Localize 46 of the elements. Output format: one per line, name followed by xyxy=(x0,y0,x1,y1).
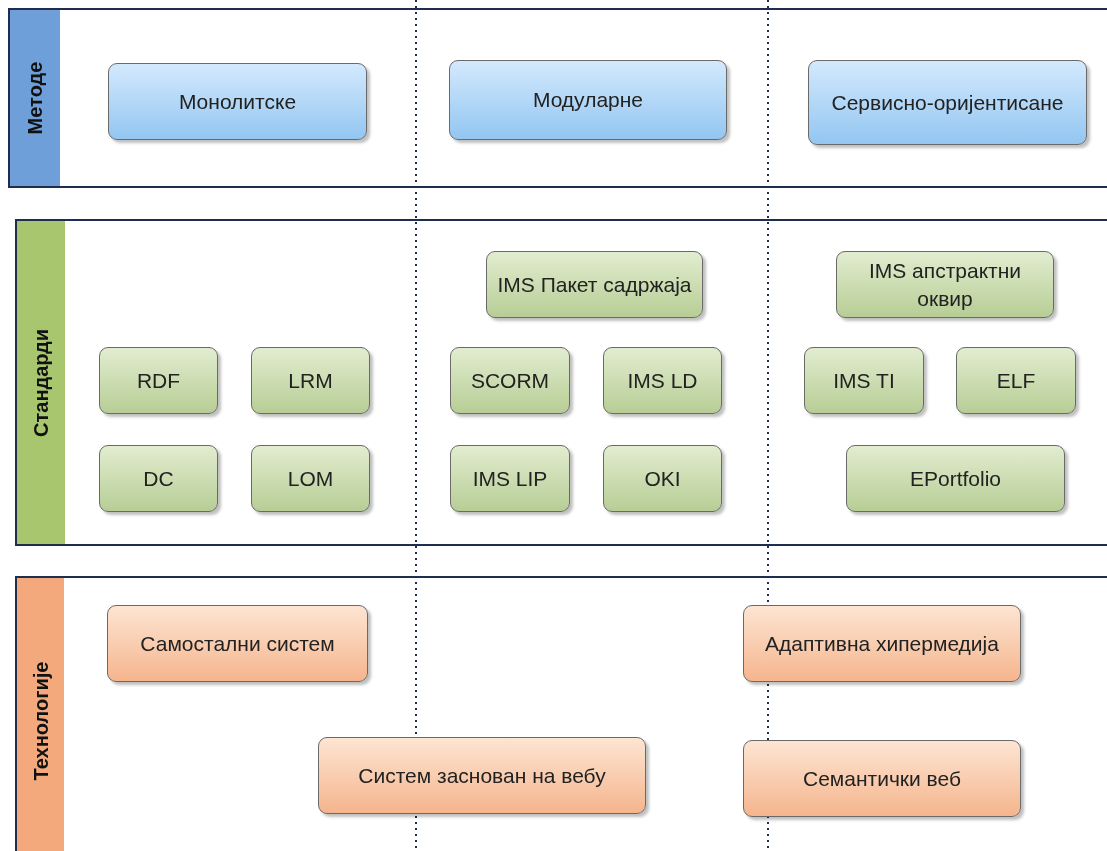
lane-title: Стандарди xyxy=(29,328,53,437)
box-label: IMS LIP xyxy=(471,465,549,492)
box-label: SCORM xyxy=(469,367,551,394)
process-box xyxy=(251,445,370,512)
process-box xyxy=(99,445,218,512)
process-box xyxy=(743,740,1021,817)
process-box xyxy=(107,605,368,682)
swimlane xyxy=(15,576,1107,851)
box-label: IMS апстрактни оквир xyxy=(867,258,1023,312)
box-label: Самостални систем xyxy=(139,630,336,657)
process-box xyxy=(603,445,722,512)
process-box xyxy=(804,347,924,414)
box-label: ELF xyxy=(995,367,1037,394)
process-box xyxy=(603,347,722,414)
lane-title: Технологије xyxy=(29,661,52,781)
box-label: IMS Пакет садржаја xyxy=(496,271,693,298)
box-label: Систем заснован на вебу xyxy=(357,762,607,789)
box-label: Семантички веб xyxy=(802,765,962,792)
box-label: Монолитске xyxy=(177,88,298,115)
box-label: LOM xyxy=(286,465,335,492)
process-box xyxy=(450,347,570,414)
process-box xyxy=(486,251,703,318)
swimlane xyxy=(15,219,1107,546)
process-box xyxy=(808,60,1087,145)
process-box xyxy=(449,60,727,140)
process-box xyxy=(108,63,367,140)
process-box xyxy=(743,605,1021,682)
process-box xyxy=(450,445,570,512)
process-box xyxy=(836,251,1054,318)
process-box xyxy=(846,445,1065,512)
box-label: LRM xyxy=(287,367,334,394)
process-box xyxy=(956,347,1076,414)
box-label: EPortfolio xyxy=(908,465,1002,492)
box-label: Сервисно-оријентисане xyxy=(830,89,1065,116)
lane-title: Методе xyxy=(23,61,47,135)
box-label: IMS TI xyxy=(832,367,896,394)
box-label: DC xyxy=(142,465,175,492)
box-label: Модуларне xyxy=(531,87,645,114)
process-box xyxy=(318,737,646,814)
box-label: Адаптивна хипермедија xyxy=(764,630,1000,657)
process-box xyxy=(251,347,370,414)
process-box xyxy=(99,347,218,414)
box-label: OKI xyxy=(643,465,682,492)
box-label: RDF xyxy=(135,367,182,394)
box-label: IMS LD xyxy=(626,367,699,394)
swimlane xyxy=(8,8,1107,188)
